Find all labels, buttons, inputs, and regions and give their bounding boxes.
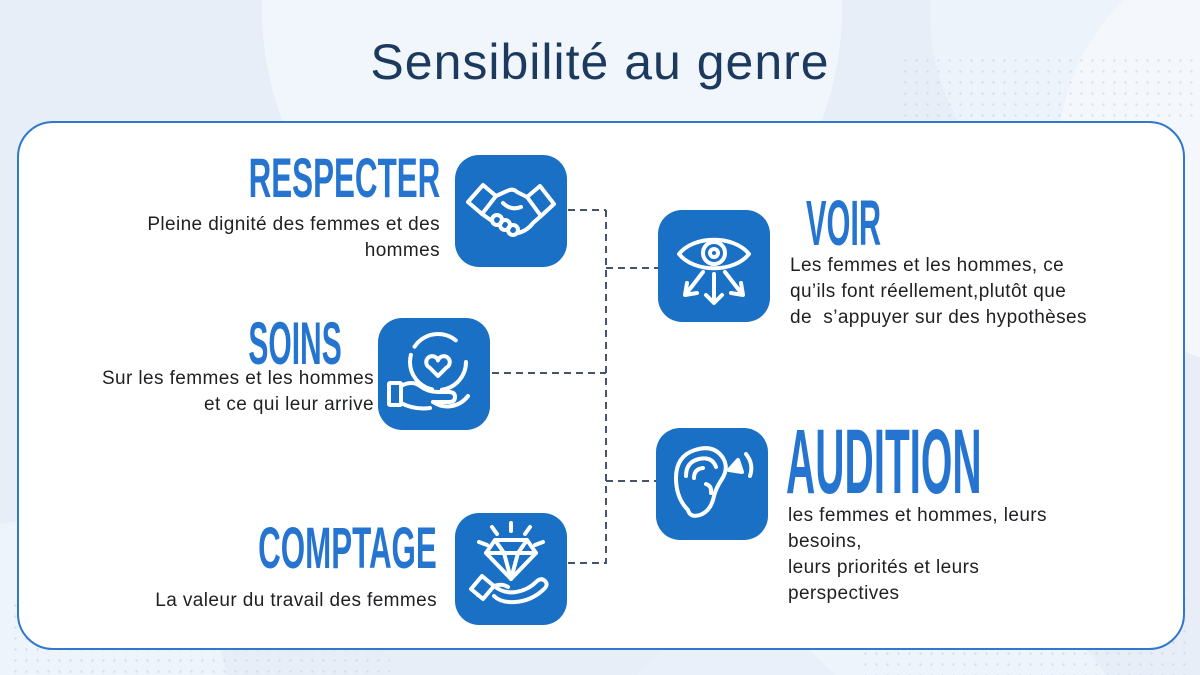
background-dot-pattern	[900, 55, 1200, 120]
item-voir-heading: VOIR	[806, 187, 882, 259]
connector-soins	[492, 372, 606, 374]
item-audition-heading: AUDITION	[786, 411, 982, 513]
item-audition-description: les femmes et hommes, leurs besoins, leu…	[788, 505, 1047, 604]
connector-audition	[606, 480, 658, 482]
connector-voir	[606, 267, 660, 269]
connector-comptage	[568, 562, 606, 564]
item-respecter-heading: RESPECTER	[248, 146, 440, 209]
item-comptage-description: La valeur du travail des femmes	[155, 590, 437, 611]
ear-sound-icon	[656, 428, 768, 540]
hand-heart-icon	[378, 318, 490, 430]
item-soins-description: Sur les femmes et les hommes et ce qui l…	[101, 368, 374, 415]
connector-vertical-line	[605, 210, 607, 564]
page-title: Sensibilité au genre	[370, 34, 830, 90]
item-voir-description: Les femmes et les hommes, ce qu’ils font…	[790, 255, 1087, 328]
connector-respecter	[568, 209, 606, 211]
item-respecter-description: Pleine dignité des femmes et des hommes	[147, 214, 440, 261]
item-comptage-heading: COMPTAGE	[258, 516, 437, 581]
hand-diamond-icon	[455, 513, 567, 625]
handshake-icon	[455, 155, 567, 267]
eye-arrows-icon	[658, 210, 770, 322]
item-soins-heading: SOINS	[248, 310, 342, 377]
